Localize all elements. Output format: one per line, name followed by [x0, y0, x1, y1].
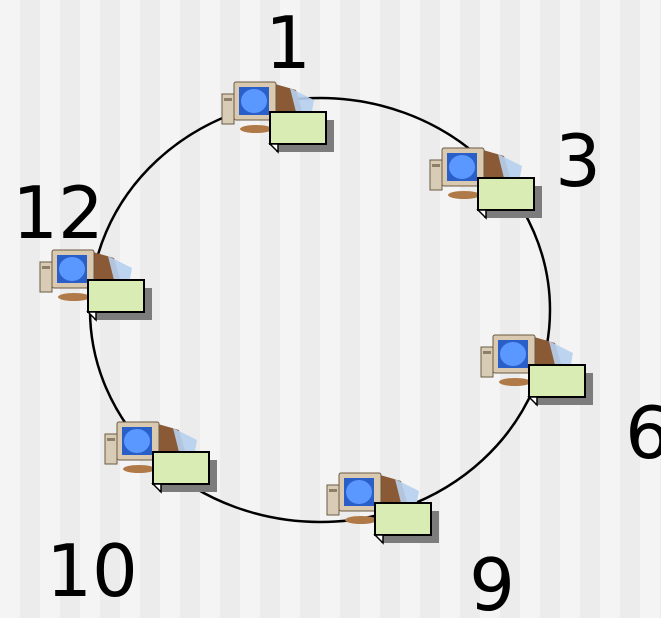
- node-label: 12: [12, 171, 104, 255]
- node-label: 6: [625, 391, 661, 475]
- node-label: 1: [265, 1, 311, 85]
- computer-icon: [39, 249, 153, 321]
- node-6: 6: [480, 334, 661, 475]
- node-3: 3: [429, 119, 601, 219]
- computer-icon: [104, 421, 218, 493]
- computer-icon: [429, 147, 543, 219]
- computer-icon: [480, 334, 594, 406]
- node-9: 9: [326, 472, 515, 618]
- node-label: 10: [46, 529, 138, 613]
- computer-icon: [326, 472, 440, 544]
- node-1: 1: [221, 1, 335, 153]
- node-label: 9: [469, 543, 515, 618]
- node-label: 3: [555, 119, 601, 203]
- node-12: 12: [12, 171, 153, 321]
- node-10: 10: [46, 421, 218, 613]
- computer-icon: [221, 81, 335, 153]
